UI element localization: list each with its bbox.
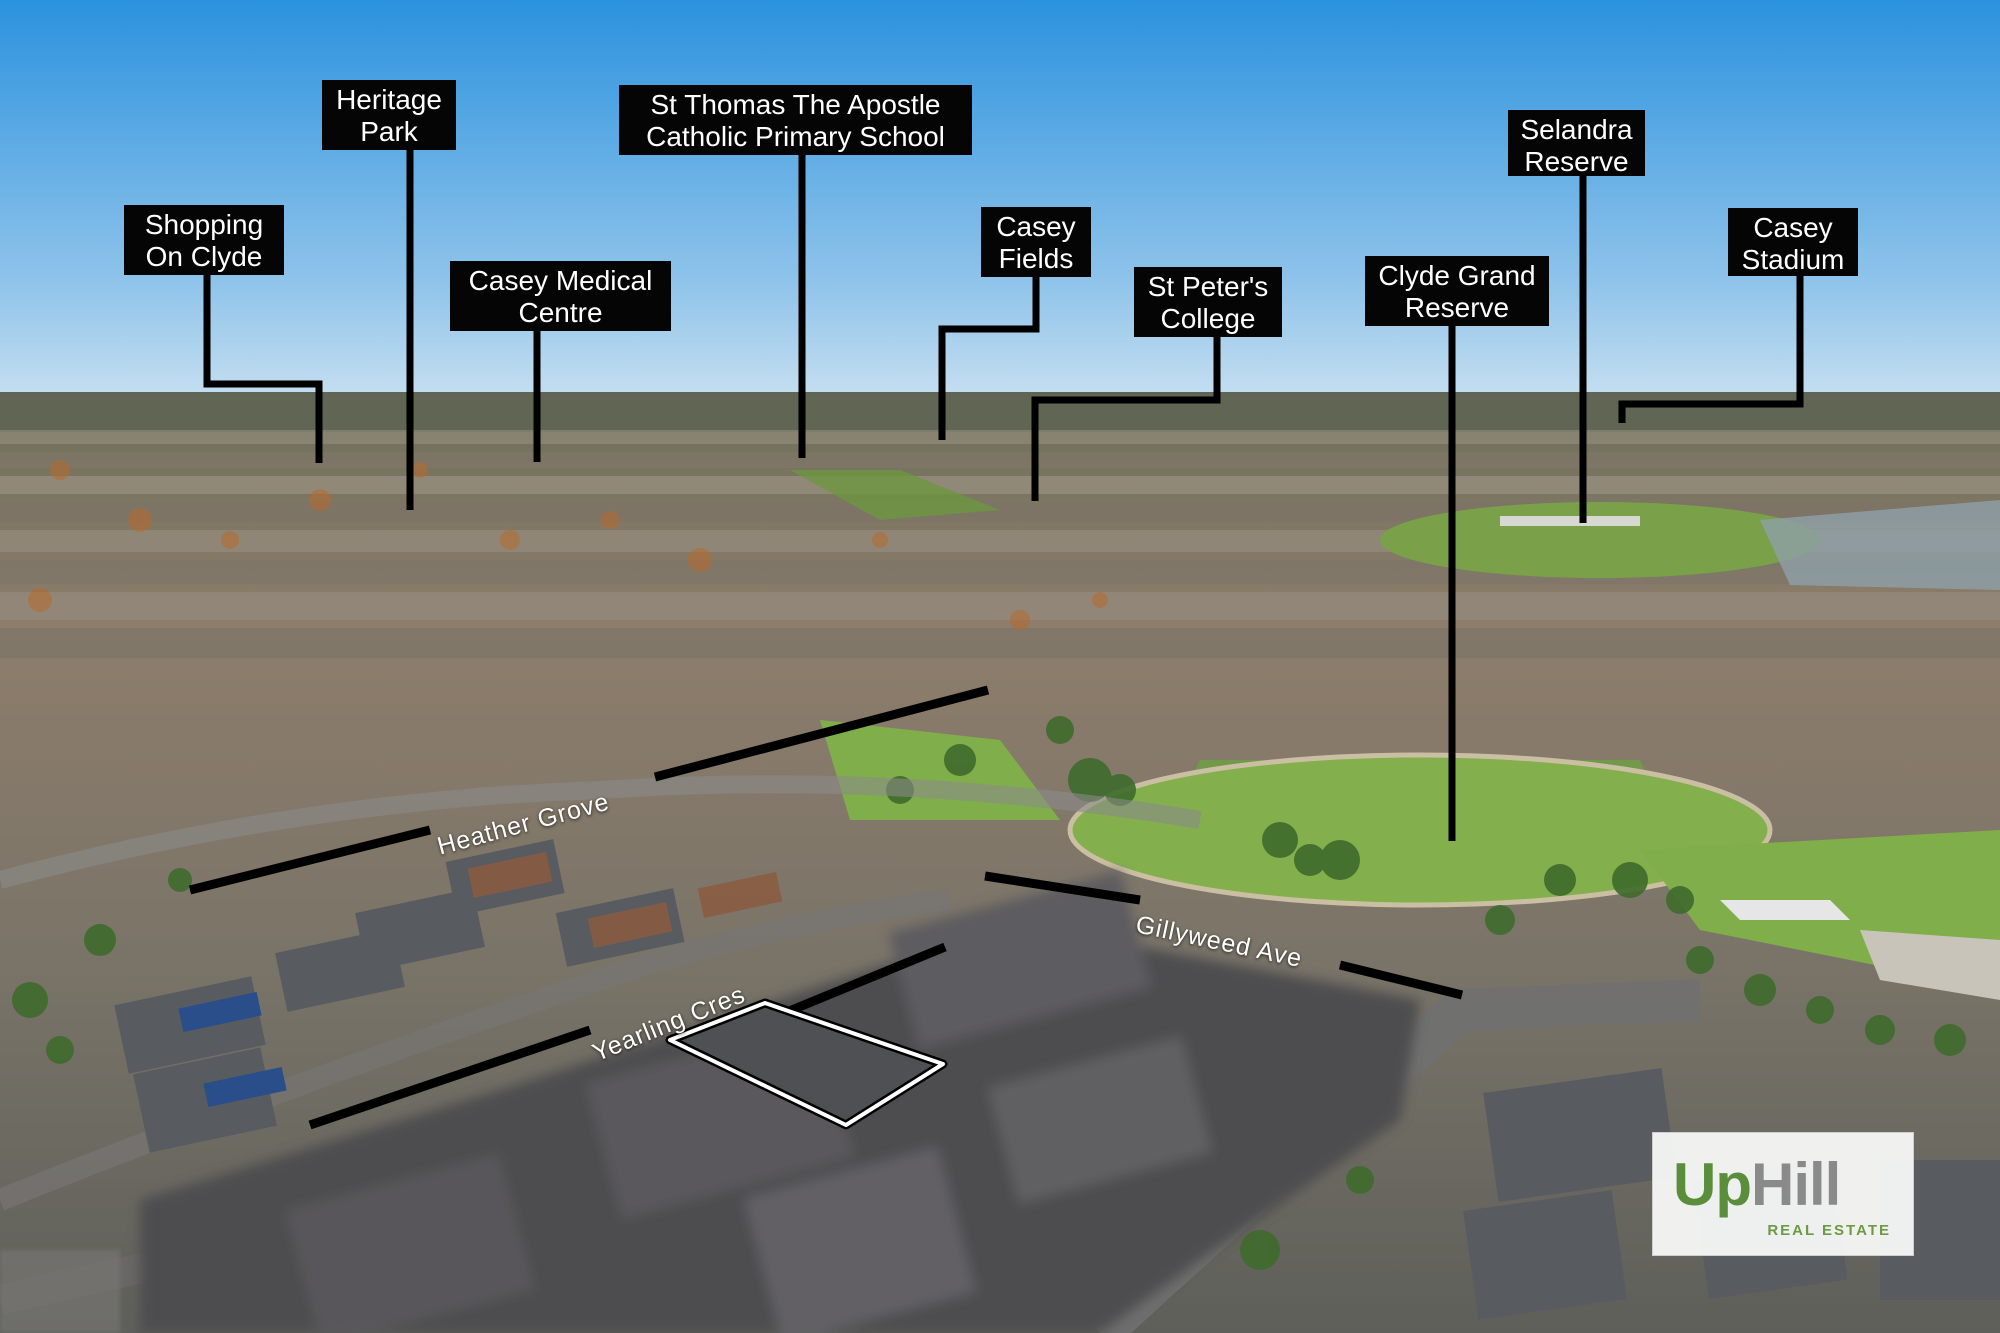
logo-word-hill: Hill: [1750, 1151, 1841, 1218]
label-st-peters-college: St Peter's College: [1134, 267, 1282, 337]
label-casey-medical-centre: Casey Medical Centre: [450, 261, 671, 331]
label-clyde-grand-reserve: Clyde Grand Reserve: [1365, 256, 1549, 326]
logo-word-up: Up: [1673, 1151, 1752, 1218]
label-st-thomas-school: St Thomas The Apostle Catholic Primary S…: [619, 85, 972, 155]
label-heritage-park: Heritage Park: [322, 80, 456, 150]
label-casey-stadium: Casey Stadium: [1728, 208, 1858, 276]
label-casey-fields: Casey Fields: [981, 207, 1091, 277]
uphill-real-estate-logo: UpHill REAL ESTATE: [1652, 1132, 1914, 1256]
logo-wordmark: UpHill: [1673, 1155, 1841, 1215]
label-selandra-reserve: Selandra Reserve: [1508, 110, 1645, 177]
logo-subtitle: REAL ESTATE: [1767, 1222, 1891, 1239]
label-shopping-on-clyde: Shopping On Clyde: [124, 205, 284, 275]
